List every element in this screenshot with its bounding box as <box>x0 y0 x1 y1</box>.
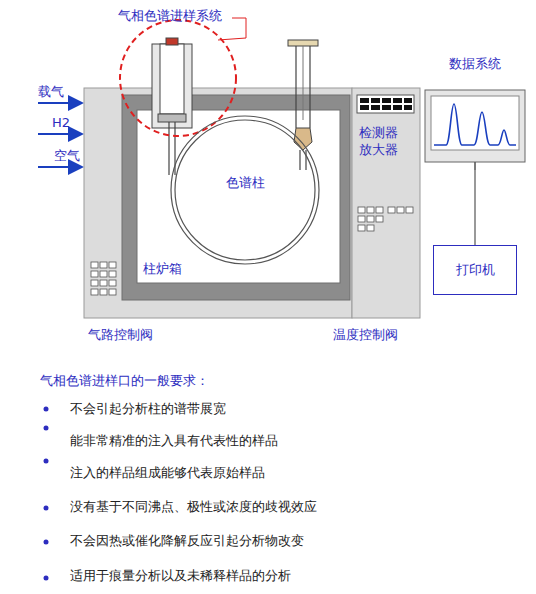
node-label: 数据系统 <box>425 56 525 72</box>
detector-panel: 检测器 放大器 <box>356 124 418 164</box>
keypad <box>358 207 413 231</box>
bullet-dots <box>44 407 49 581</box>
cable <box>474 162 475 245</box>
part-label: 温度控制阀 <box>333 327 398 343</box>
data-system: 数据系统 <box>425 90 525 162</box>
oven-box: 柱炉箱 色谱柱 <box>137 110 340 283</box>
gas-arrow <box>38 166 82 168</box>
node-label: 打印机 <box>434 262 516 278</box>
requirement-item: 没有基于不同沸点、极性或浓度的歧视效应 <box>70 499 317 515</box>
monitor-stand <box>475 162 476 170</box>
gas-arrow <box>38 133 82 135</box>
part-label: H2 <box>52 115 70 131</box>
chromatogram <box>434 104 516 145</box>
requirement-item: 适用于痕量分析以及未稀释样品的分析 <box>70 568 291 584</box>
node-label: 检测器 放大器 <box>359 124 403 158</box>
injector <box>152 38 192 175</box>
requirement-item: 能非常精准的注入具有代表性的样品 <box>70 433 278 449</box>
instrument-housing <box>84 88 352 318</box>
requirement-item: 不会引起分析柱的谱带展宽 <box>70 401 226 417</box>
display <box>357 95 414 113</box>
part-label: 气路控制阀 <box>88 327 153 343</box>
list-heading: 气相色谱进样口的一般要求： <box>40 373 209 389</box>
requirement-item: 注入的样品组成能够代表原始样品 <box>70 465 265 481</box>
requirement-item: 不会因热或催化降解反应引起分析物改变 <box>70 533 304 549</box>
part-label: 载气 <box>38 84 64 100</box>
part-label: 气相色谱进样系统 <box>118 8 222 24</box>
node-label: 柱炉箱 <box>143 261 182 277</box>
monitor <box>425 90 525 162</box>
column-coil: 色谱柱 <box>170 115 320 265</box>
keypad <box>91 262 116 295</box>
display-digits <box>360 98 412 110</box>
printer-box: 打印机 <box>433 245 517 295</box>
control-panel <box>352 88 420 318</box>
gas-arrow <box>38 102 82 104</box>
node-label: 色谱柱 <box>170 175 320 191</box>
callout-circle <box>120 20 236 136</box>
screen <box>431 96 519 150</box>
leader-line <box>218 18 246 40</box>
part-label: 空气 <box>54 148 80 164</box>
